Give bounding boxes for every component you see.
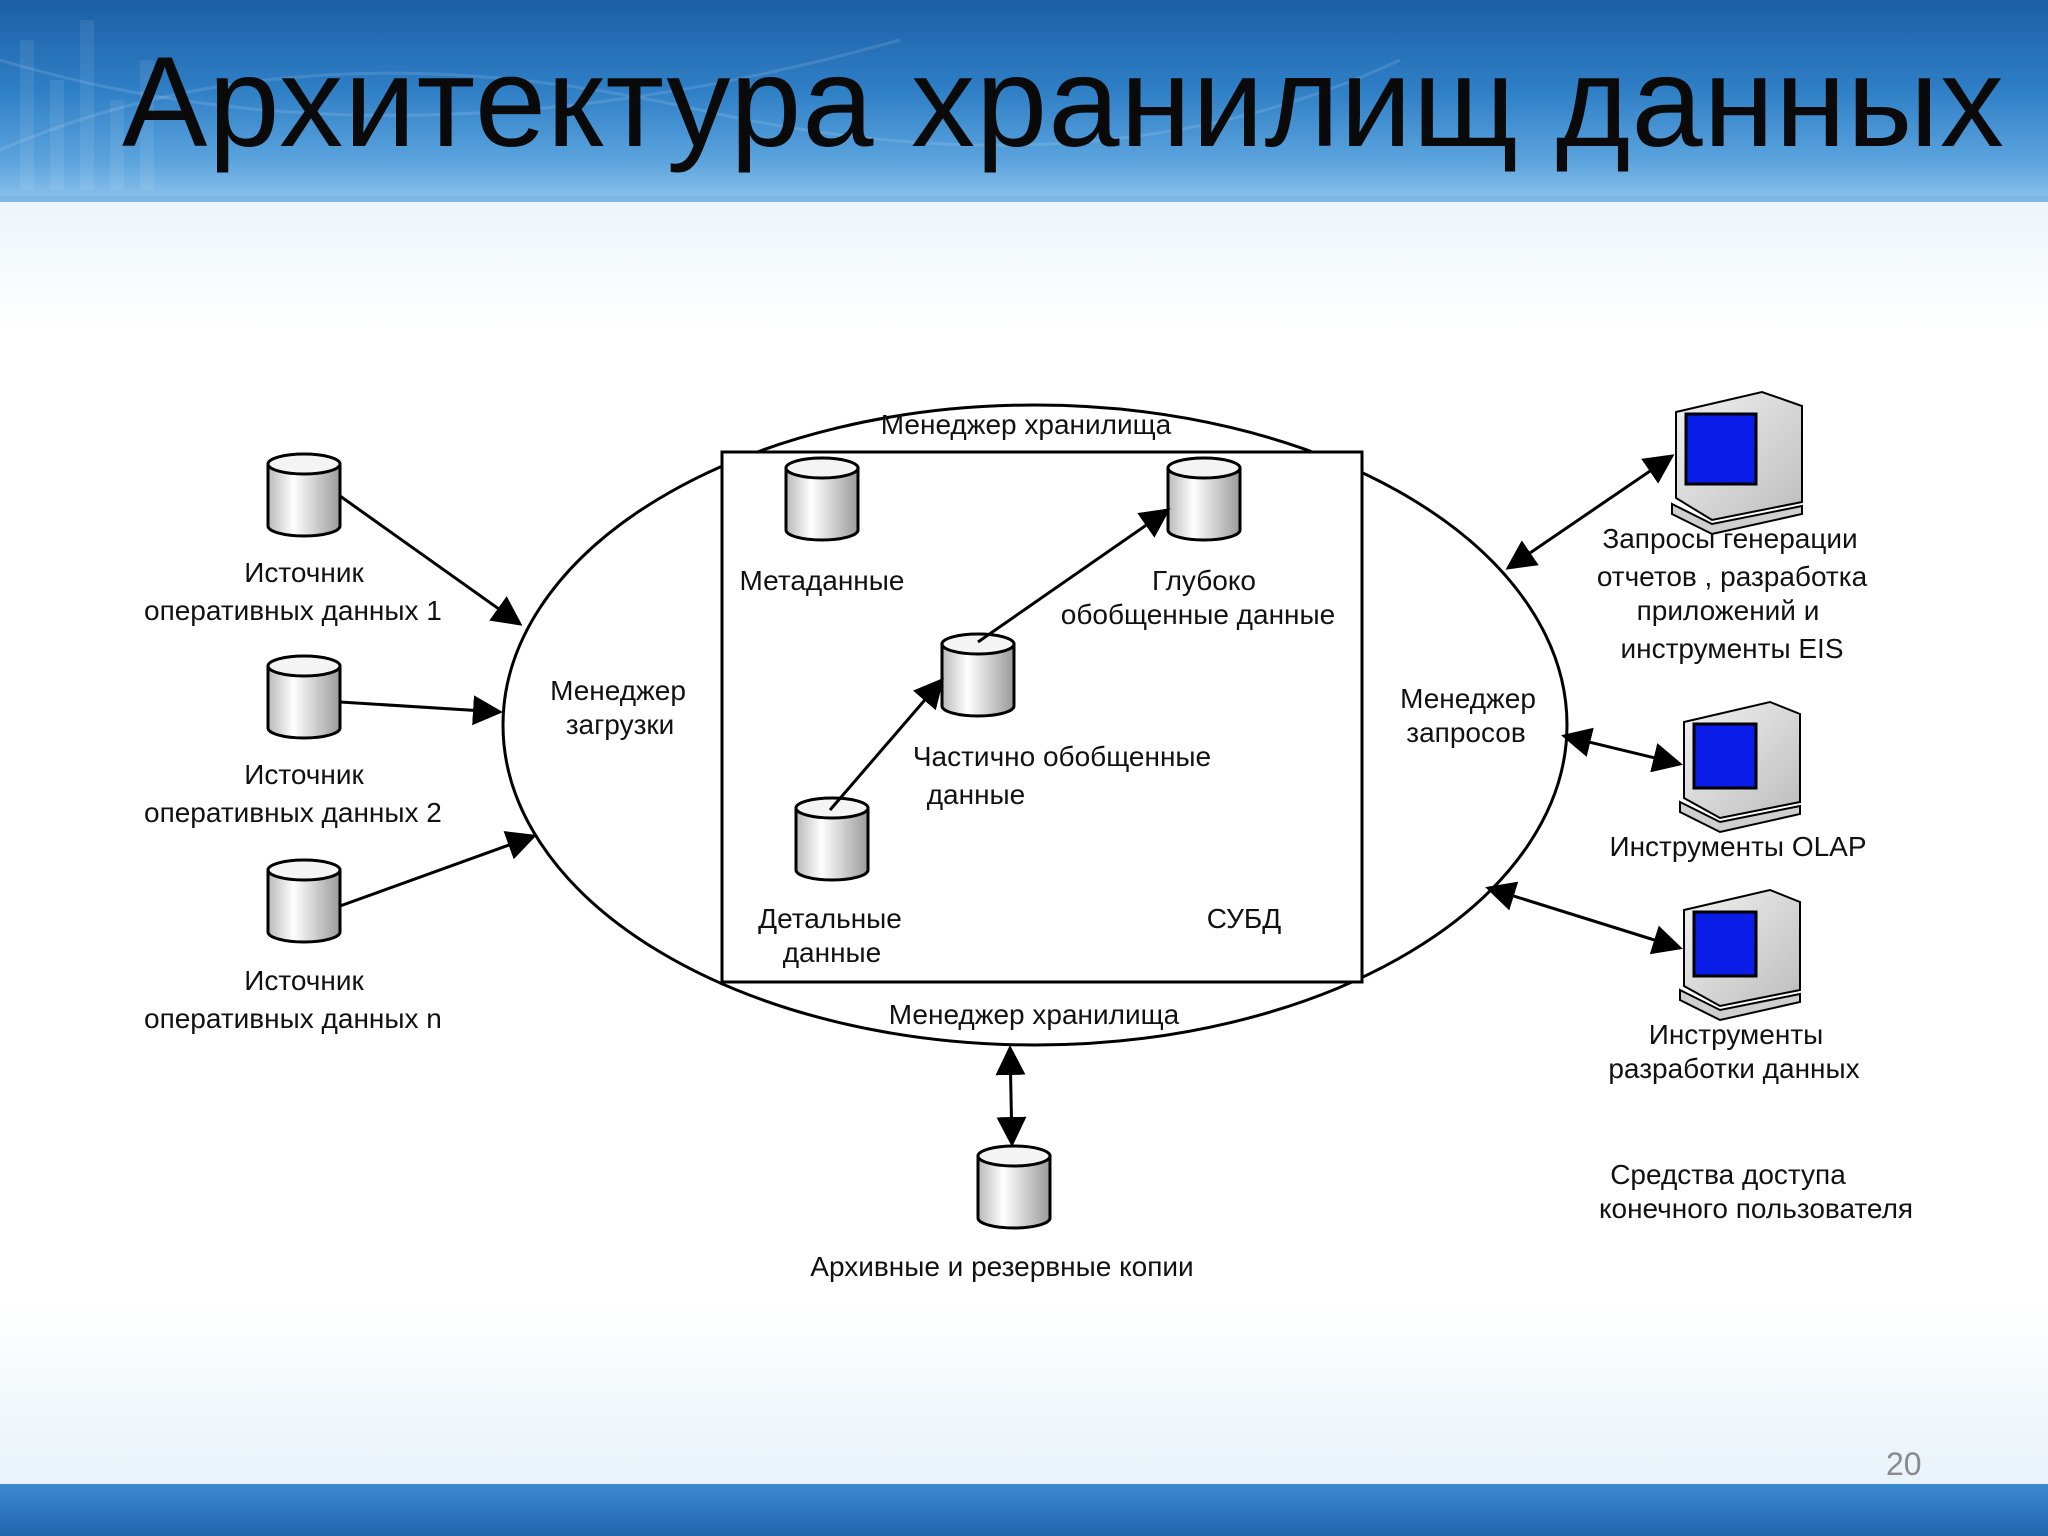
partial-summary-database-icon	[940, 632, 1016, 718]
metadata-label: Метаданные	[740, 565, 905, 596]
source-database-icon-2	[266, 654, 342, 740]
warehouse-ellipse	[501, 403, 1569, 1047]
load-manager-label-line2: загрузки	[566, 709, 675, 740]
banner-decoration	[0, 20, 1401, 190]
header-divider	[0, 196, 2048, 202]
end-user-tools-label-line2: конечного пользователя	[1599, 1193, 1913, 1224]
detail-database-icon	[794, 796, 870, 882]
olap-tools-label: Инструменты OLAP	[1609, 831, 1866, 862]
query-manager-label-line2: запросов	[1406, 717, 1525, 748]
arrow-query-reports	[1505, 454, 1675, 570]
mining-tools-label-line1: Инструменты	[1649, 1019, 1824, 1050]
source-2-label-line1: Источник	[244, 759, 364, 790]
deep-summary-database-icon	[1166, 456, 1242, 542]
page-number: 20	[1886, 1446, 1922, 1482]
computer-icon-olap	[1679, 700, 1801, 834]
arrow-partial-to-deep	[977, 508, 1171, 644]
arrow-sourcen-to-load	[339, 831, 537, 908]
arrow-query-mining	[1485, 881, 1683, 955]
source-database-icon-n	[266, 858, 342, 944]
detail-label-line1: Детальные	[758, 903, 902, 934]
metadata-database-icon	[784, 456, 860, 542]
arrow-query-olap	[1561, 727, 1683, 773]
source-2-label-line2: оперативных данных 2	[144, 797, 442, 828]
arrow-storage-archive	[995, 1045, 1027, 1147]
reports-tools-label-line1: Запросы генерации	[1602, 523, 1857, 554]
source-1-label-line1: Источник	[244, 557, 364, 588]
end-user-tools-label-line1: Средства доступа	[1610, 1159, 1846, 1190]
arrow-source1-to-load	[339, 494, 523, 626]
storage-manager-bottom-label: Менеджер хранилища	[889, 999, 1180, 1030]
partial-summary-label-line1: Частично обобщенные	[913, 741, 1211, 772]
storage-manager-top-label: Менеджер хранилища	[881, 409, 1172, 440]
deep-summary-label-line2: обобщенные данные	[1061, 599, 1335, 630]
load-manager-label-line1: Менеджер	[550, 675, 686, 706]
arrow-detail-to-partial	[828, 677, 944, 811]
source-n-label-line2: оперативных данных n	[144, 1003, 442, 1034]
reports-tools-label-line3: приложений и	[1637, 595, 1820, 626]
computer-icon-mining	[1679, 888, 1801, 1022]
dbms-label: СУБД	[1207, 903, 1281, 934]
archive-label: Архивные и резервные копии	[810, 1251, 1193, 1282]
query-manager-label-line1: Менеджер	[1400, 683, 1536, 714]
mining-tools-label-line2: разработки данных	[1608, 1053, 1859, 1084]
page-title: Архитектура хранилищ данных	[122, 31, 2005, 174]
reports-tools-label-line2: отчетов , разработка	[1597, 561, 1868, 592]
arrow-source2-to-load	[339, 695, 503, 726]
deep-summary-label-line1: Глубоко	[1152, 565, 1256, 596]
computer-icon-reports	[1671, 390, 1803, 536]
reports-tools-label-line4: инструменты EIS	[1620, 633, 1843, 664]
archive-database-icon	[976, 1144, 1052, 1230]
detail-label-line2: данные	[783, 937, 882, 968]
source-1-label-line2: оперативных данных 1	[144, 595, 442, 626]
title-banner: Архитектура хранилищ данных	[0, 0, 2048, 200]
source-n-label-line1: Источник	[244, 965, 364, 996]
partial-summary-label-line2: данные	[927, 779, 1026, 810]
source-database-icon-1	[266, 452, 342, 538]
footer-bar	[0, 1484, 2048, 1536]
